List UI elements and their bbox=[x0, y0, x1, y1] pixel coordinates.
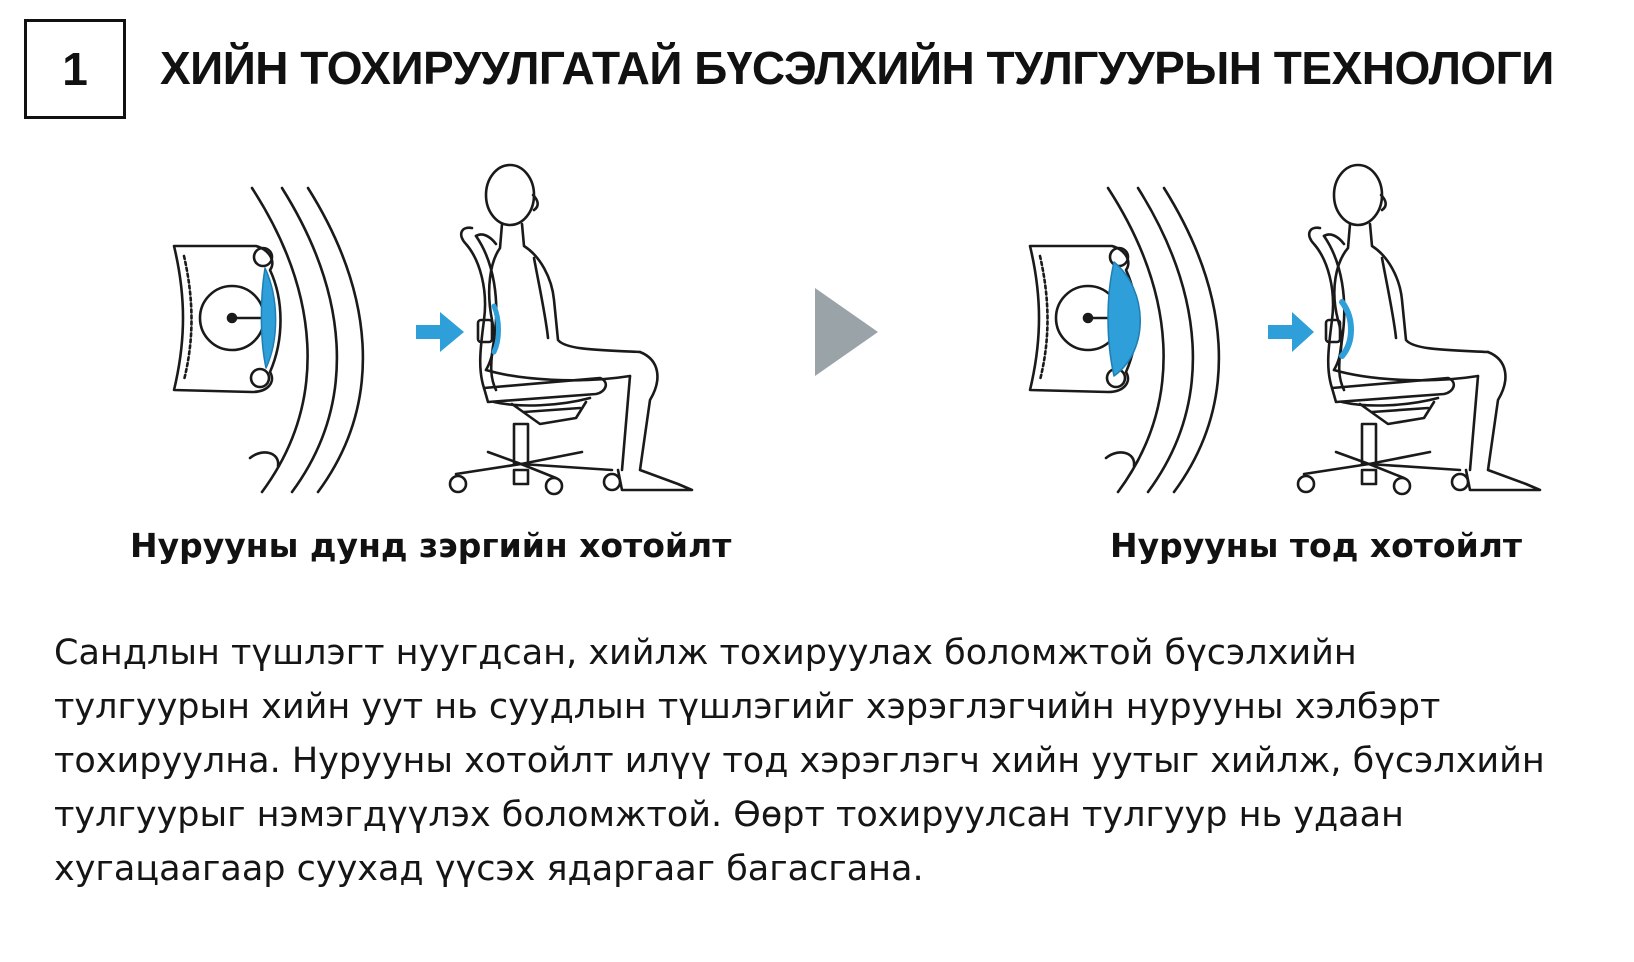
description-line: Сандлын түшлэгт нуугдсан, хийлж тохируул… bbox=[54, 633, 1357, 673]
seated-user-pronounced bbox=[1296, 163, 1542, 496]
page-title: ХИЙН ТОХИРУУЛГАТАЙ БҮСЭЛХИЙН ТУЛГУУРЫН Т… bbox=[160, 42, 1554, 94]
lumbar-detail-pronounced bbox=[1028, 186, 1221, 494]
description-line: тулгуурын хийн уут нь суудлын түшлэгийг … bbox=[54, 687, 1441, 727]
description-paragraph: Сандлын түшлэгт нуугдсан, хийлж тохируул… bbox=[54, 626, 1614, 896]
right-arrow-icon bbox=[416, 312, 464, 352]
right-arrow-icon bbox=[1268, 312, 1314, 352]
caption-pronounced-curve: Нурууны тод хотойлт bbox=[1110, 526, 1523, 565]
seated-user-moderate bbox=[448, 163, 694, 496]
lumbar-detail-moderate bbox=[172, 186, 365, 494]
step-number-badge: 1 bbox=[24, 19, 126, 119]
description-line: хугацаагаар суухад үүсэх ядаргааг багасг… bbox=[54, 849, 924, 889]
description-line: тулгуурыг нэмэгдүүлэх боломжтой. Өөрт то… bbox=[54, 795, 1404, 835]
play-triangle-icon bbox=[815, 288, 878, 376]
description-line: тохируулна. Нурууны хотойлт илүү тод хэр… bbox=[54, 741, 1545, 781]
caption-moderate-curve: Нурууны дунд зэргийн хотойлт bbox=[130, 526, 732, 565]
